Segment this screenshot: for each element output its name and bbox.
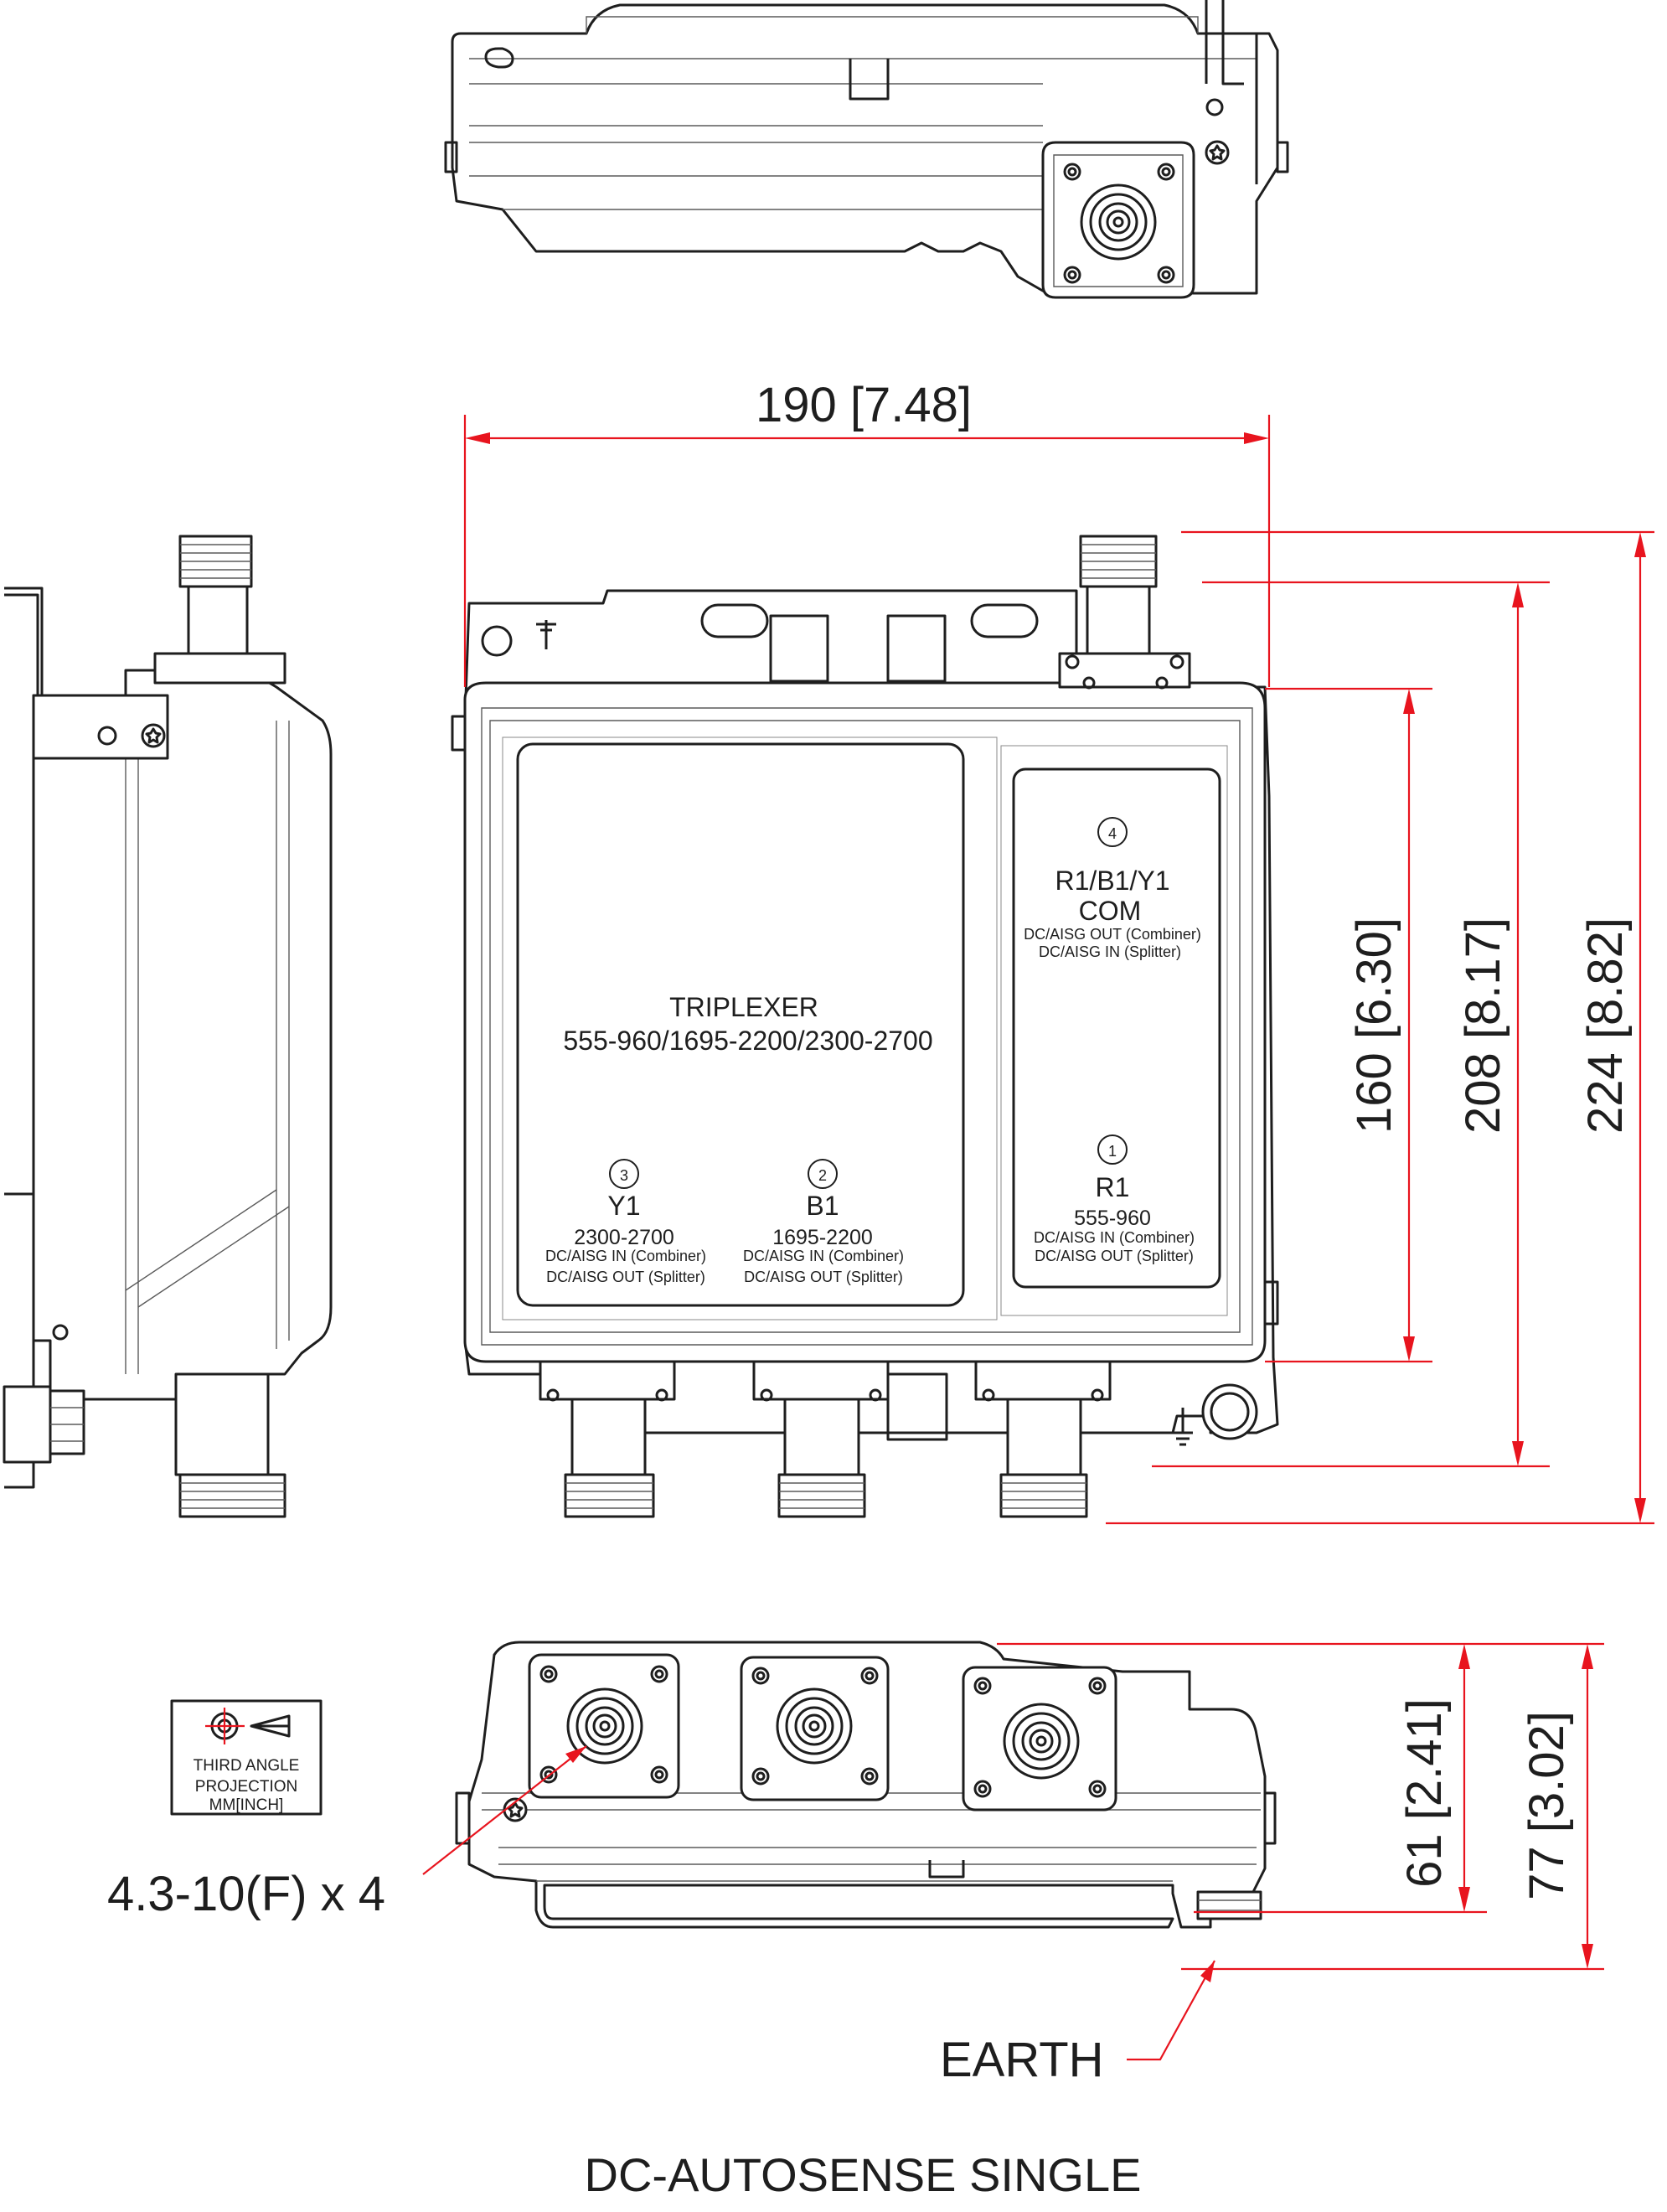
port-label-com: 4 R1/B1/Y1 COM DC/AISG OUT (Combiner) DC… (1024, 817, 1201, 960)
side-view (3, 535, 333, 1518)
port-number: 2 (818, 1167, 827, 1184)
port-label-y1: 3 Y1 2300-2700 DC/AISG IN (Combiner) DC/… (545, 1159, 706, 1285)
port-note-2: DC/AISG OUT (Splitter) (744, 1269, 903, 1285)
port-note-2: DC/AISG IN (Splitter) (1039, 943, 1181, 960)
port-frequency: 2300-2700 (574, 1226, 674, 1249)
port-frequency: 1695-2200 (772, 1226, 873, 1249)
dim-body-depth: 61 [2.41] (1397, 1698, 1452, 1888)
port-label-b1: 2 B1 1695-2200 DC/AISG IN (Combiner) DC/… (743, 1159, 904, 1285)
product-bands: 555-960/1695-2200/2300-2700 (563, 1026, 932, 1056)
bottom-view (455, 1641, 1277, 1929)
earth-callout: EARTH (940, 2033, 1104, 2087)
dim-overall-height: 224 [8.82] (1578, 917, 1633, 1134)
port-number: 1 (1108, 1143, 1117, 1160)
port-number: 3 (620, 1167, 628, 1184)
port-number: 4 (1108, 825, 1117, 842)
port-name-com: COM (1079, 896, 1142, 926)
port-label-r1: 1 R1 555-960 DC/AISG IN (Combiner) DC/AI… (1034, 1134, 1195, 1264)
projection-line-2: PROJECTION (195, 1778, 297, 1796)
port-note-1: DC/AISG IN (Combiner) (1034, 1229, 1195, 1246)
port-note-1: DC/AISG IN (Combiner) (743, 1248, 904, 1264)
dim-width: 190 [7.48] (756, 378, 972, 432)
port-note-2: DC/AISG OUT (Splitter) (546, 1269, 705, 1285)
port-note-1: DC/AISG IN (Combiner) (545, 1248, 706, 1264)
port-frequency: 555-960 (1074, 1207, 1151, 1230)
top-view (444, 0, 1289, 299)
bottom-connectors (539, 1360, 1112, 1518)
dimension-lines (422, 415, 1654, 2061)
product-title: TRIPLEXER (669, 992, 818, 1022)
projection-units: MM[INCH] (209, 1796, 284, 1814)
port-name: R1 (1096, 1172, 1130, 1202)
projection-line-1: THIRD ANGLE (194, 1757, 300, 1775)
port-note-1: DC/AISG OUT (Combiner) (1024, 926, 1201, 943)
front-view (451, 535, 1279, 1518)
port-name: Y1 (607, 1191, 640, 1221)
dim-body-height: 160 [6.30] (1347, 917, 1401, 1134)
dim-overall-depth: 77 [3.02] (1520, 1711, 1574, 1900)
projection-symbol-box: THIRD ANGLE PROJECTION MM[INCH] (170, 1699, 323, 1816)
port-name: B1 (806, 1191, 839, 1221)
port-note-2: DC/AISG OUT (Splitter) (1035, 1248, 1194, 1264)
footer-title: DC-AUTOSENSE SINGLE (585, 2148, 1142, 2201)
port-name: R1/B1/Y1 (1055, 866, 1170, 896)
connector-callout: 4.3-10(F) x 4 (107, 1867, 385, 1921)
dim-flange-height: 208 [8.17] (1456, 917, 1510, 1134)
